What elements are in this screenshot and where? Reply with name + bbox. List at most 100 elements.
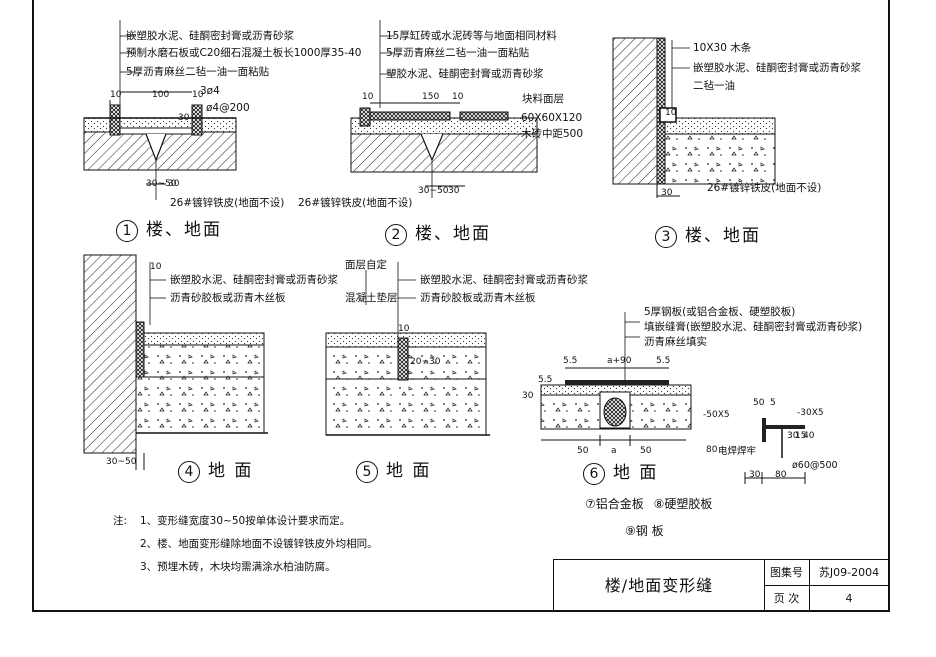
caption-text: 地 面	[386, 461, 432, 481]
caption-detail-3: 3 楼、地面	[655, 221, 761, 248]
d1-leader-5: ø4@200	[206, 102, 250, 114]
d6-dim-6: 50	[577, 446, 589, 456]
detail-6-labels: 5厚钢板(或铝合金板、硬塑胶板) 填嵌缝膏(嵌塑胶水泥、硅酮密封膏或沥青砂浆) …	[522, 305, 862, 480]
d6-leader-4: 电焊焊牢	[718, 445, 756, 457]
d2-leader-3: 塑胶水泥、硅酮密封膏或沥青砂浆	[386, 67, 544, 80]
d2-leader-2: 5厚沥青麻丝二毡一油一面粘贴	[386, 46, 530, 59]
caption-number: 1	[116, 220, 138, 242]
detail-3	[612, 37, 776, 198]
d2-leader-4: 块料面层	[522, 92, 564, 105]
drawing-sheet	[32, 0, 890, 612]
detail-1-labels: 嵌塑胶水泥、硅酮密封膏或沥青砂浆 预制水磨石板或C20细石混凝土板长1000厚3…	[110, 29, 361, 209]
note-item-3: 3、预埋木砖，木块均需满涂水柏油防腐。	[140, 561, 336, 573]
d1-dim-2: 100	[152, 90, 169, 100]
d3-leader-3: 二毡一油	[693, 79, 735, 92]
caption-number: 5	[356, 461, 378, 483]
caption-text: 楼、地面	[685, 226, 761, 246]
detail-5	[325, 262, 490, 436]
d1-dim-6: 30	[168, 179, 180, 189]
d6-dim-5: 30	[522, 391, 534, 401]
d6-dim-7: a	[611, 446, 617, 456]
note-item-2: 2、楼、地面变形缝除地面不设镀锌铁皮外均相同。	[140, 538, 378, 550]
d1-dim-4: 30	[178, 113, 190, 123]
atlas-number-value: 苏J09-2004	[810, 560, 888, 586]
material-legend: ⑦铝合金板 ⑧硬塑胶板	[585, 495, 712, 512]
d4-leader-2: 沥青砂胶板或沥青木丝板	[170, 291, 286, 304]
d5-leader-1: 面层自定	[345, 258, 387, 271]
d6-leader-5: ø60@500	[792, 460, 838, 471]
notes-label: 注:	[113, 515, 128, 527]
detail-1	[83, 20, 237, 200]
d6-dim-8: 50	[640, 446, 652, 456]
caption-detail-1: 1 楼、地面	[116, 215, 222, 242]
caption-text: 地 面	[208, 461, 254, 481]
d4-leader-1: 嵌塑胶水泥、硅酮密封膏或沥青砂浆	[170, 273, 338, 286]
d2-leader-7: 26#镀锌铁皮(地面不设)	[298, 196, 412, 209]
d3-dim-1: 10	[665, 108, 677, 118]
detail-2-labels: 15厚缸砖或水泥砖等与地面相同材料 5厚沥青麻丝二毡一油一面粘贴 塑胶水泥、硅酮…	[298, 29, 583, 209]
d5-dim-2: 20~30	[410, 357, 441, 367]
d3-leader-2: 嵌塑胶水泥、硅酮密封膏或沥青砂浆	[693, 61, 861, 74]
detail-2	[350, 20, 538, 198]
caption-text: 地 面	[613, 463, 659, 483]
d1-leader-4: 3ø4	[200, 85, 220, 97]
caption-detail-2: 2 楼、地面	[385, 219, 491, 246]
d4-dim-2: 30~50	[106, 457, 137, 467]
d4-dim-1: 10	[150, 262, 162, 272]
d1-leader-6: 26#镀锌铁皮(地面不设)	[170, 196, 284, 209]
d6-leader-3: 沥青麻丝填实	[644, 335, 707, 348]
d2-dim-2: 150	[422, 92, 439, 102]
d1-leader-2: 预制水磨石板或C20细石混凝土板长1000厚35-40	[126, 46, 361, 59]
d6-dim-12: -30X5	[797, 408, 824, 418]
d6-dim-13: 80	[706, 445, 718, 455]
page-value: 4	[845, 592, 853, 605]
note-item-1: 1、变形缝宽度30~50按单体设计要求而定。	[140, 515, 351, 527]
detail-4	[83, 254, 268, 470]
d1-leader-1: 嵌塑胶水泥、硅酮密封膏或沥青砂浆	[126, 29, 294, 42]
detail-3-labels: 10X30 木条 嵌塑胶水泥、硅酮密封膏或沥青砂浆 二毡一油 26#镀锌铁皮(地…	[661, 41, 861, 198]
caption-number: 6	[583, 463, 605, 485]
d2-leader-5: 60X60X120	[521, 112, 582, 124]
caption-number: 2	[385, 224, 407, 246]
d6-dim-3: 5.5	[656, 356, 670, 366]
d6-leader-2: 填嵌缝膏(嵌塑胶水泥、硅酮密封膏或沥青砂浆)	[644, 320, 862, 333]
d6-dim-18: 80	[775, 470, 787, 480]
d6-dim-14: 30	[787, 431, 799, 441]
d6-dim-2: a+90	[607, 356, 632, 366]
caption-detail-5: 5 地 面	[356, 456, 431, 483]
d5-leader-2: 混凝土垫层	[345, 291, 398, 304]
caption-text: 楼、地面	[146, 220, 222, 240]
caption-text: 楼、地面	[415, 224, 491, 244]
d6-dim-10: 50	[753, 398, 765, 408]
notes-list: 1、变形缝宽度30~50按单体设计要求而定。 2、楼、地面变形缝除地面不设镀锌铁…	[140, 510, 378, 579]
d6-leader-1: 5厚钢板(或铝合金板、硬塑胶板)	[644, 305, 795, 318]
d3-leader-1: 10X30 木条	[693, 41, 752, 54]
material-7: ⑦铝合金板	[585, 497, 644, 511]
d2-leader-6: 木砖中距500	[521, 127, 583, 140]
title-block: 楼/地面变形缝 图集号 苏J09-2004 页 次 4	[553, 559, 888, 611]
caption-number: 3	[655, 226, 677, 248]
atlas-number-label: 图集号	[764, 560, 810, 586]
caption-number: 4	[178, 461, 200, 483]
d2-leader-1: 15厚缸砖或水泥砖等与地面相同材料	[386, 29, 557, 42]
d1-dim-3: 10	[192, 90, 204, 100]
d6-dim-4: 5.5	[538, 375, 552, 385]
d6-dim-17: 30	[749, 470, 761, 480]
detail-5-labels: 面层自定 混凝土垫层 嵌塑胶水泥、硅酮密封膏或沥青砂浆 沥青砂胶板或沥青木丝板 …	[345, 258, 588, 367]
caption-detail-4: 4 地 面	[178, 456, 253, 483]
page-label: 页 次	[764, 586, 810, 611]
d2-dim-3: 10	[452, 92, 464, 102]
d3-leader-4: 26#镀锌铁皮(地面不设)	[707, 181, 821, 194]
d2-dim-1: 10	[362, 92, 374, 102]
d6-dim-16: 40	[803, 431, 815, 441]
d2-dim-4: 30~50	[418, 186, 449, 196]
d6-dim-11: 5	[770, 398, 776, 408]
detail-6	[540, 312, 806, 484]
d1-dim-5: 30~50	[146, 179, 177, 189]
material-9: ⑨钢 板	[625, 524, 664, 538]
d5-dim-1: 10	[398, 324, 410, 334]
d3-dim-2: 30	[661, 188, 673, 198]
d6-dim-15: 15	[795, 431, 806, 441]
material-8: ⑧硬塑胶板	[653, 497, 713, 511]
